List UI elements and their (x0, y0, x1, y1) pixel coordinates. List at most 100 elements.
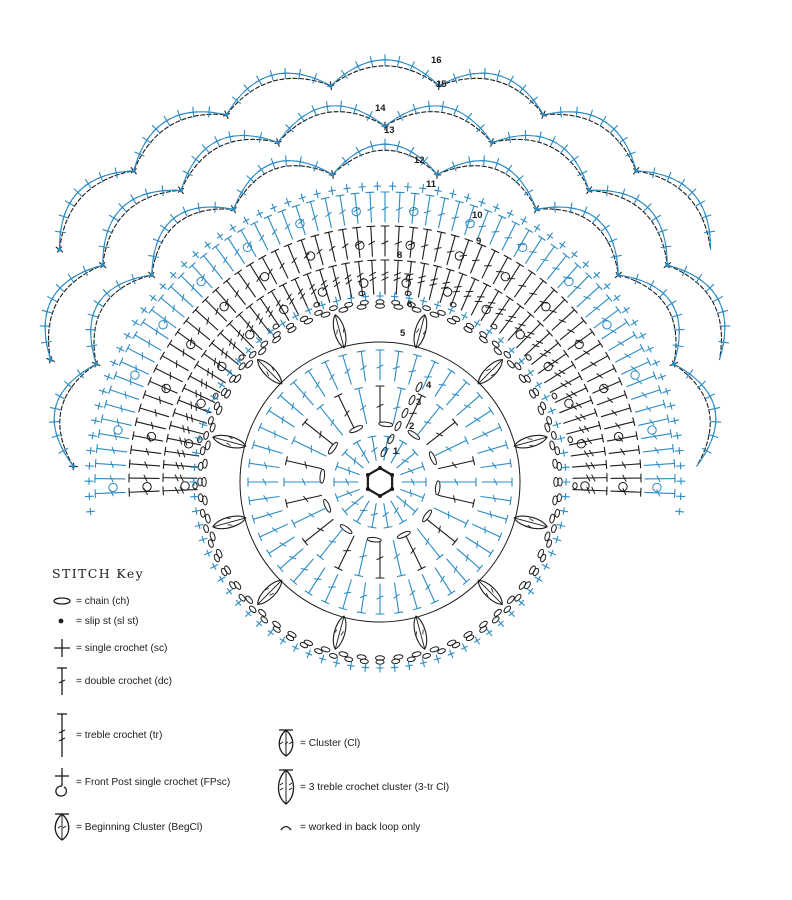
chain-mark (285, 634, 295, 642)
fan-stitch-mark (608, 445, 641, 456)
single-crochet-mark (347, 661, 355, 671)
fan-cluster-mark (130, 370, 140, 380)
fan-stitch-mark (315, 268, 331, 303)
single-crochet-mark (517, 358, 526, 365)
chain-mark (313, 301, 321, 308)
double-crochet-mark (477, 510, 509, 524)
fan-cluster-mark (158, 320, 168, 330)
key-label: = single crochet (sc) (76, 642, 168, 654)
single-crochet-mark (267, 327, 274, 336)
single-crochet-mark (169, 271, 177, 279)
chain-mark (207, 416, 214, 425)
chain-mark (544, 531, 551, 542)
single-crochet-mark (486, 628, 493, 637)
fan-stitch-mark (290, 276, 310, 311)
single-crochet-mark (48, 417, 60, 427)
fan-stitch-mark (306, 200, 319, 232)
chain-mark (338, 306, 349, 313)
single-crochet-mark (192, 250, 199, 259)
chain-mark (525, 354, 532, 361)
double-crochet-mark (341, 495, 364, 516)
fan-cluster-mark (564, 398, 574, 409)
single-crochet-mark (514, 175, 524, 183)
chain-mark (199, 508, 206, 518)
slip-stitch-mark (378, 466, 382, 470)
chain-mark (546, 416, 553, 425)
single-crochet-mark (189, 478, 199, 486)
single-crochet-mark (580, 206, 590, 217)
fan-cluster-mark (647, 425, 657, 435)
single-crochet-mark (421, 69, 430, 79)
fan-cluster-mark (580, 481, 590, 491)
fan-cluster-mark (401, 278, 411, 288)
fan-stitch-mark (278, 282, 300, 316)
single-crochet-mark (719, 321, 731, 331)
single-crochet-mark (284, 198, 292, 207)
chain-mark (451, 315, 461, 322)
single-crochet-mark (347, 293, 355, 303)
scallop-arch (148, 201, 234, 279)
fan-stitch-mark (140, 318, 169, 340)
treble-crochet-icon (57, 713, 67, 757)
single-crochet-mark (486, 327, 493, 336)
single-crochet-mark (204, 106, 214, 118)
single-crochet-mark (86, 447, 96, 455)
double-crochet-mark (433, 436, 469, 457)
chain-mark (546, 539, 553, 548)
single-crochet-mark (194, 202, 204, 214)
chain-mark (204, 440, 211, 451)
double-crochet-mark (356, 582, 368, 614)
scallop-arch (39, 264, 103, 364)
chain-mark (491, 616, 500, 624)
single-crochet-mark (243, 84, 252, 94)
single-crochet-mark (336, 100, 346, 112)
fan-stitch-mark (159, 351, 189, 372)
single-crochet-mark (461, 312, 468, 321)
chain-mark (449, 301, 457, 308)
single-crochet-mark (480, 67, 490, 79)
fan-stitch-mark (638, 414, 670, 426)
fan-stitch-mark (380, 191, 390, 223)
key-label: = treble crochet (tr) (76, 729, 163, 741)
single-crochet-mark (361, 662, 370, 672)
scallop-arch (130, 106, 227, 175)
single-crochet-mark (103, 373, 113, 381)
single-crochet-mark (419, 296, 428, 306)
single-crochet-mark (210, 563, 219, 570)
single-crochet-mark (148, 251, 160, 261)
single-crochet-mark (203, 407, 213, 415)
single-crochet-mark (353, 61, 363, 72)
fan-stitch-mark (380, 259, 390, 295)
key-label: = 3 treble crochet cluster (3-tr Cl) (300, 781, 450, 793)
fan-cluster-mark (183, 439, 194, 449)
fan-cluster-mark (543, 361, 553, 372)
single-crochet-mark (159, 224, 170, 232)
single-crochet-mark (180, 206, 190, 217)
scallop-arch (435, 67, 544, 116)
scallop-arch (48, 363, 97, 471)
single-crochet-mark (450, 73, 460, 84)
slip-stitch-mark (231, 207, 236, 212)
fan-cluster-mark (295, 218, 305, 229)
single-crochet-mark (461, 643, 468, 652)
single-crochet-mark (246, 175, 256, 183)
fan-stitch-mark (492, 254, 512, 285)
fan-stitch-mark (183, 316, 211, 341)
single-crochet-mark (298, 193, 307, 203)
chain-mark (556, 493, 563, 503)
single-crochet-mark (561, 478, 571, 486)
fan-stitch-mark (626, 371, 657, 388)
single-crochet-mark (550, 201, 560, 213)
fan-stitch-mark (501, 220, 520, 251)
fan-stitch-mark (176, 395, 211, 414)
fan-cluster-mark (618, 482, 628, 492)
single-crochet-mark (700, 212, 712, 221)
fan-stitch-mark (543, 296, 569, 322)
cluster-mark (332, 314, 347, 349)
fan-stitch-mark (148, 306, 177, 329)
fan-stitch-mark (223, 277, 246, 305)
fan-stitch-mark (524, 277, 547, 305)
fan-stitch-mark (604, 417, 636, 430)
single-crochet-mark (102, 289, 111, 298)
